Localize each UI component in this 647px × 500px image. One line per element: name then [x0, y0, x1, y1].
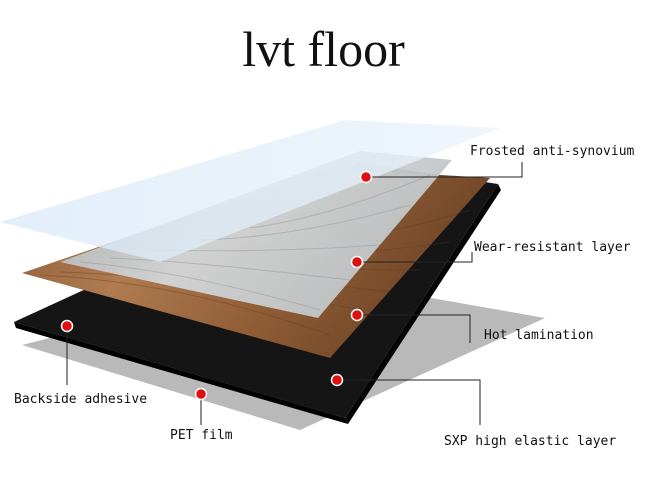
label-sxp-high-elastic-layer: SXP high elastic layer: [444, 434, 617, 449]
label-frosted-anti-synovium: Frosted anti-synovium: [470, 144, 635, 159]
leader-wear: [357, 252, 473, 263]
marker-backside: [60, 319, 74, 333]
wear-resistant-layer: [60, 151, 452, 318]
leader-hot: [357, 314, 471, 343]
label-backside-adhesive: Backside adhesive: [14, 392, 148, 407]
marker-wear: [350, 255, 364, 269]
grey-grain: [79, 174, 431, 311]
frosted-film-layer: [0, 120, 500, 262]
sxp-core-front-edge: [14, 322, 348, 424]
marker-sxp: [330, 373, 344, 387]
marker-pet: [194, 387, 208, 401]
label-wear-resistant-layer: Wear-resistant layer: [474, 240, 631, 255]
marker-hot: [350, 308, 364, 322]
label-hot-lamination: Hot lamination: [484, 328, 594, 343]
leader-sxp: [337, 379, 481, 425]
leader-frosted: [366, 162, 523, 178]
marker-frosted: [359, 170, 373, 184]
sxp-core-edge: [345, 184, 501, 424]
label-pet-film: PET film: [170, 428, 233, 443]
page-title: lvt floor: [242, 21, 405, 77]
